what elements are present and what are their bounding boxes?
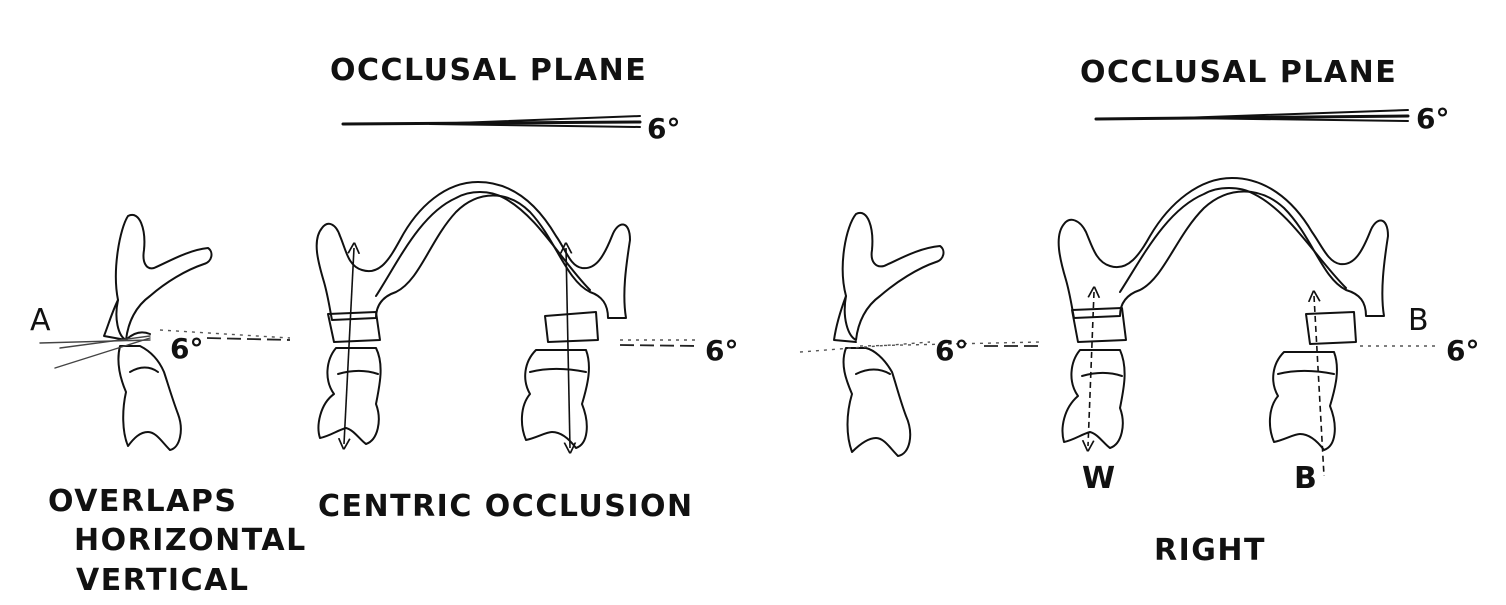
- right-caption: RIGHT: [1154, 533, 1266, 568]
- right-plane-wedge: [1094, 109, 1410, 122]
- left-plane-angle: 6°: [647, 112, 680, 145]
- right-side-view-teeth: [833, 211, 945, 457]
- left-side-angle: 6°: [170, 332, 203, 365]
- left-caption-vertical: VERTICAL: [76, 563, 249, 598]
- left-arch-vertical-arrows: [344, 248, 570, 448]
- right-side-angle-lines: [799, 341, 1041, 353]
- right-side-angle: 6°: [935, 334, 968, 367]
- right-arch-vertical-arrows: [1088, 292, 1325, 477]
- left-caption-overlaps: OVERLAPS: [48, 484, 237, 519]
- right-working-label: W: [1082, 461, 1117, 496]
- left-arch-angle: 6°: [705, 334, 738, 367]
- right-frontal-arch: [1057, 177, 1389, 451]
- right-arch-angle: 6°: [1446, 334, 1479, 367]
- left-side-angle-lines: [39, 329, 291, 369]
- left-panel: OCCLUSAL PLANE 6° A 6°: [30, 53, 738, 598]
- left-caption-horizontal: HORIZONTAL: [74, 523, 307, 558]
- left-occlusal-plane-title: OCCLUSAL PLANE: [330, 53, 647, 88]
- left-plane-wedge: [341, 115, 642, 128]
- right-occlusal-plane-title: OCCLUSAL PLANE: [1080, 55, 1397, 90]
- left-frontal-arch: [315, 181, 631, 449]
- right-panel: OCCLUSAL PLANE 6° 6°: [799, 55, 1479, 568]
- right-plane-angle: 6°: [1416, 102, 1449, 135]
- left-caption-centric-occlusion: CENTRIC OCCLUSION: [318, 489, 694, 524]
- left-arch-angle-line: [619, 339, 701, 347]
- right-side-marker-b: B: [1408, 303, 1429, 338]
- right-balancing-label: B: [1294, 461, 1318, 496]
- left-side-marker-a: A: [30, 303, 51, 338]
